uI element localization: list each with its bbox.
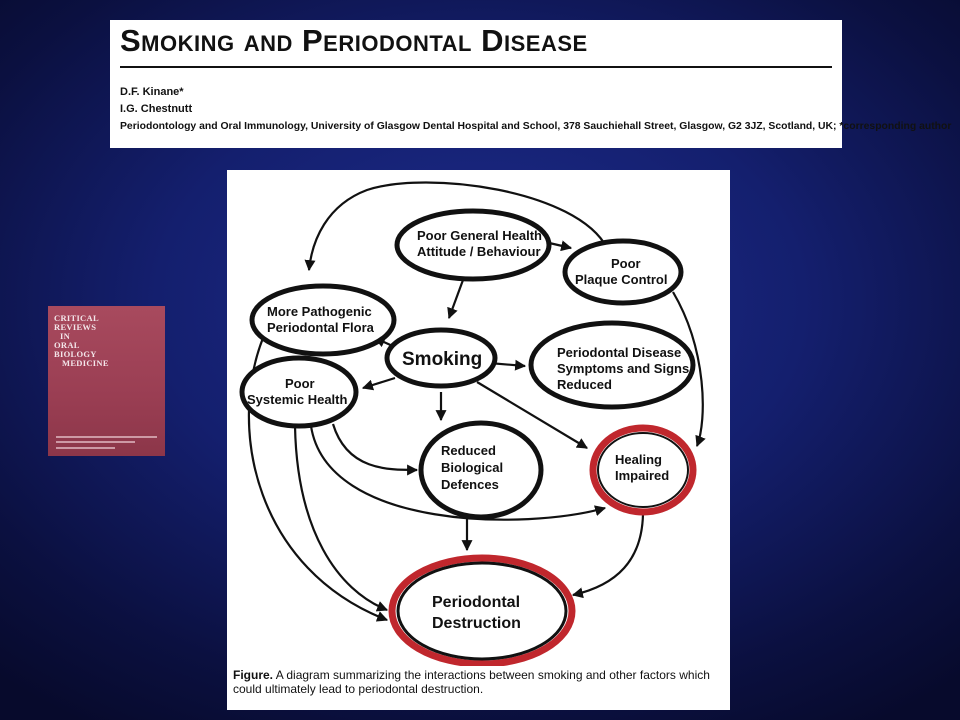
edge-plaque-to-flora [304,181,608,272]
highlight-ring [388,554,576,666]
node-label: Periodontal [432,594,520,611]
highlight-ring [589,424,697,516]
edge-systemic-to-reduced [331,423,419,476]
cover-fine-print [56,441,135,443]
node-label: More Pathogenic [267,304,372,319]
journal-cover-image: CRITICAL REVIEWS IN ORAL BIOLOGY MEDICIN… [48,306,165,456]
node-label: Poor General Health [417,228,542,243]
node-poor-systemic-health: Poor Systemic Health [239,355,359,429]
node-poor-general-health: Poor General Health Attitude / Behaviour [394,208,552,282]
node-label: Biological [441,460,503,475]
node-poor-plaque-control: Poor Plaque Control [562,238,684,306]
paper-title: Smoking and Periodontal Disease [120,23,588,58]
cover-title-line: IN [60,331,71,341]
node-healing-impaired: Healing Impaired [589,424,697,516]
edge-healing-to-destruction [571,513,645,599]
author-kinane: D.F. Kinane* [120,86,184,98]
flow-diagram: Poor General Health Attitude / Behaviour… [239,181,706,666]
edge-systemic-to-destruction [293,425,389,612]
edge-smoking-to-systemic [361,376,396,391]
cover-title-line: ORAL [54,340,80,350]
node-label: Impaired [615,468,669,483]
figure-caption: Figure. A diagram summarizing the intera… [233,668,723,696]
author-affiliation: Periodontology and Oral Immunology, Univ… [120,121,952,132]
cover-title-line: MEDICINE [62,358,109,368]
node-periodontal-destruction: Periodontal Destruction [388,554,576,666]
node-label: Periodontal Flora [267,320,375,335]
edge-smoking-to-healing [476,381,588,449]
node-label: Plaque Control [575,272,667,287]
author-chestnutt: I.G. Chestnutt [120,103,193,115]
cover-fine-print [56,447,115,449]
node-label: Healing [615,452,662,467]
cover-title-line: BIOLOGY [54,349,97,359]
cover-title-line: REVIEWS [54,322,97,332]
node-smoking: Smoking [384,327,498,389]
node-label: Systemic Health [247,392,347,407]
edge-plaque-to-healing [672,291,706,448]
paper-header: Smoking and Periodontal Disease D.F. Kin… [110,20,952,148]
node-label: Defences [441,477,499,492]
figure-panel: Poor General Health Attitude / Behaviour… [227,170,730,710]
node-label: Destruction [432,615,521,632]
node-label: Poor [611,256,641,271]
node-periodontal-disease-symptoms: Periodontal Disease Symptoms and Signs R… [528,320,696,410]
cover-title-line: CRITICAL [54,313,99,323]
node-label: Symptoms and Signs [557,361,689,376]
node-label: Smoking [402,349,482,370]
node-label: Reduced [557,377,612,392]
cover-fine-print [56,436,157,438]
node-label: Attitude / Behaviour [417,244,541,259]
node-label: Periodontal Disease [557,345,681,360]
caption-label: Figure. [233,668,274,682]
node-more-pathogenic-flora: More Pathogenic Periodontal Flora [249,283,397,357]
journal-cover-title: CRITICAL REVIEWS IN ORAL BIOLOGY MEDICIN… [54,314,159,368]
edge-health-to-smoking [447,279,465,320]
caption-text: A diagram summarizing the interactions b… [233,668,710,696]
node-label: Reduced [441,443,496,458]
node-label: Poor [285,376,315,391]
node-reduced-biological-defences: Reduced Biological Defences [418,420,544,520]
title-divider [120,66,832,68]
edge-systemic-to-healing [309,425,607,521]
